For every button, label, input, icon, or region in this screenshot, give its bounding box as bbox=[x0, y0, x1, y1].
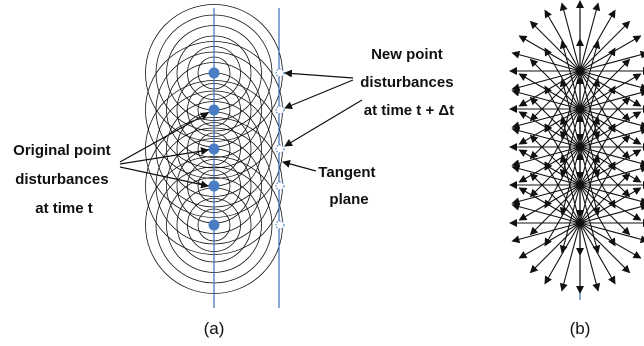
ray-arrow bbox=[529, 20, 581, 72]
ray-arrow bbox=[579, 146, 644, 168]
original-point bbox=[208, 104, 220, 116]
original-point bbox=[208, 180, 220, 192]
ray-arrow bbox=[579, 184, 644, 206]
original-point bbox=[208, 143, 220, 155]
ray-arrow bbox=[544, 70, 581, 133]
original-point-disturbances bbox=[208, 67, 220, 231]
arrow-new-3 bbox=[284, 99, 363, 147]
new-point-disturbances bbox=[275, 68, 285, 230]
ray-arrow bbox=[579, 20, 631, 72]
arrows-new bbox=[284, 69, 363, 147]
ray-arrow bbox=[579, 58, 631, 110]
ray-arrow bbox=[511, 88, 581, 110]
ray-arrow bbox=[511, 184, 581, 206]
ray-arrow bbox=[511, 70, 581, 92]
ray-arrow bbox=[511, 222, 581, 244]
ray-arrow bbox=[579, 96, 631, 148]
ray-arrow bbox=[559, 116, 581, 186]
arrow-new-1 bbox=[284, 69, 354, 79]
new-point bbox=[275, 181, 285, 191]
ray-arrow bbox=[511, 202, 581, 224]
ray-arrow bbox=[579, 134, 631, 186]
label-new: New point disturbances at time t + Δt bbox=[360, 46, 458, 119]
ray-arrow bbox=[579, 222, 601, 292]
ray-arrow bbox=[529, 222, 581, 274]
ray-arrow bbox=[544, 108, 581, 171]
ray-arrow bbox=[579, 222, 644, 244]
original-point bbox=[208, 67, 220, 79]
ray-arrow bbox=[559, 184, 581, 254]
caption-a: (a) bbox=[204, 319, 225, 338]
ray-arrow bbox=[579, 116, 601, 186]
ray-arrow bbox=[579, 172, 631, 224]
ray-arrow bbox=[511, 108, 581, 130]
arrow-original-2 bbox=[119, 147, 209, 165]
ray-arrow bbox=[579, 154, 601, 224]
ray-arrow bbox=[559, 78, 581, 148]
ray-arrow bbox=[559, 2, 581, 72]
ray-arrow bbox=[544, 184, 581, 247]
ray-arrow bbox=[544, 222, 581, 285]
ray-arrow bbox=[579, 222, 642, 259]
ray-arrow bbox=[579, 108, 616, 171]
ray-arrow bbox=[518, 184, 581, 221]
ray-arrow bbox=[579, 146, 616, 209]
label-tangent: Tangent plane bbox=[318, 164, 379, 208]
ray-arrow bbox=[529, 58, 581, 110]
ray-arrow bbox=[544, 161, 581, 224]
caption-b: (b) bbox=[570, 319, 591, 338]
arrow-original-3 bbox=[119, 166, 209, 189]
ray-arrow bbox=[579, 222, 631, 274]
original-point bbox=[208, 219, 220, 231]
ray-arrow bbox=[579, 2, 601, 72]
new-point bbox=[275, 220, 285, 230]
ray-arrow bbox=[544, 146, 581, 209]
ray-arrow bbox=[511, 126, 581, 148]
ray-arrow bbox=[579, 184, 642, 221]
ray-arrow bbox=[579, 184, 601, 254]
ray-arrow bbox=[579, 202, 644, 224]
ray-arrow bbox=[579, 70, 644, 92]
ray-arrow bbox=[579, 40, 601, 110]
ray-arrow bbox=[518, 187, 581, 224]
arrows-original bbox=[119, 112, 209, 189]
ray-arrow bbox=[579, 161, 616, 224]
arrow-tangent bbox=[282, 159, 317, 172]
ray-stars bbox=[509, 0, 644, 294]
ray-arrow bbox=[511, 146, 581, 168]
ray-arrow bbox=[518, 222, 581, 259]
ray-arrow bbox=[579, 70, 616, 133]
ray-arrow bbox=[579, 187, 642, 224]
ray-arrow bbox=[559, 154, 581, 224]
panel-a: Original point disturbances at time t Ne… bbox=[13, 4, 458, 338]
ray-arrow bbox=[559, 40, 581, 110]
arrow-original-1 bbox=[119, 112, 209, 163]
ray-arrow bbox=[529, 172, 581, 224]
new-point bbox=[275, 68, 285, 78]
ray-arrow bbox=[579, 78, 601, 148]
arrow-new-2 bbox=[284, 79, 354, 110]
ray-arrow bbox=[579, 108, 644, 130]
ray-arrow bbox=[511, 164, 581, 186]
ray-arrow bbox=[529, 134, 581, 186]
new-point bbox=[275, 105, 285, 115]
ray-arrow bbox=[529, 96, 581, 148]
panel-b: (b) bbox=[509, 0, 644, 338]
ray-arrow bbox=[511, 50, 581, 72]
ray-arrow bbox=[579, 222, 616, 285]
ray-arrow bbox=[559, 222, 581, 292]
label-original: Original point disturbances at time t bbox=[13, 142, 115, 217]
ray-arrow bbox=[579, 184, 616, 247]
new-point bbox=[275, 144, 285, 154]
